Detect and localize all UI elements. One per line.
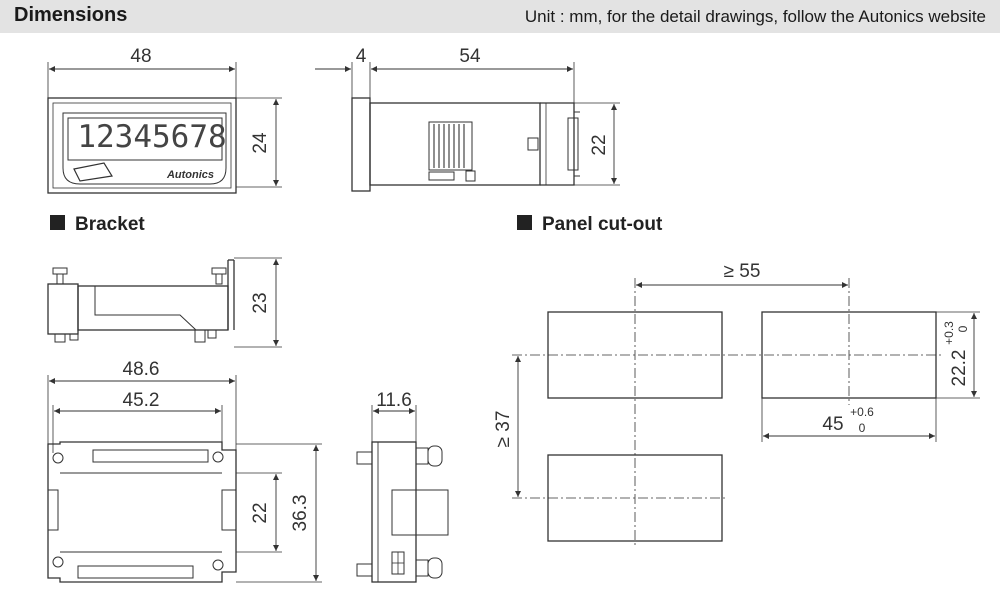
front-bezel-outline [47, 97, 237, 194]
dim-side-height: 22 [589, 134, 610, 155]
header-bar: Dimensions Unit : mm, for the detail dra… [0, 0, 1000, 33]
side-body [369, 102, 541, 186]
side-terminal-block [540, 102, 575, 186]
dimension-drawings: 12345678 Autonics 48 24 [47, 46, 980, 583]
dim-horizontal-pitch: ≥ 55 [724, 261, 761, 282]
page-title: Dimensions [14, 4, 128, 26]
dim-vertical-pitch: ≥ 37 [493, 411, 514, 448]
dim-cut-height: 22.2 [949, 350, 970, 387]
side-bezel [351, 97, 371, 192]
dim-front-width: 48 [130, 46, 151, 67]
section-title-bracket: Bracket [75, 214, 145, 235]
dim-bezel-depth: 4 [356, 46, 367, 67]
tol-cut-height-lower: 0 [956, 325, 970, 332]
front-bezel-inner [52, 102, 232, 189]
dim-bracket-side-width: 11.6 [376, 390, 412, 411]
dim-bracket-inner-height: 22 [250, 502, 271, 523]
dim-cut-width: 45 [822, 414, 843, 435]
bracket-end-view [356, 405, 449, 583]
tol-cut-width-upper: +0.6 [850, 405, 874, 419]
unit-note: Unit : mm, for the detail drawings, foll… [524, 7, 986, 26]
tol-cut-width-lower: 0 [859, 421, 866, 435]
display-digits: 12345678 [77, 119, 226, 155]
section-title-panel-cutout: Panel cut-out [542, 214, 663, 235]
dim-bracket-outer-height: 36.3 [290, 495, 311, 532]
dim-body-depth: 54 [459, 46, 481, 67]
dim-bracket-height: 23 [250, 292, 271, 313]
front-window [62, 112, 227, 185]
dim-bracket-inner-width: 45.2 [123, 390, 160, 411]
bracket-side-view [47, 257, 282, 348]
side-vent [428, 121, 473, 171]
front-key [73, 162, 113, 182]
brand-logo: Autonics [166, 169, 214, 181]
bracket-bullet-icon [50, 215, 65, 230]
dim-front-height: 24 [250, 132, 271, 154]
tol-cut-height-upper: +0.3 [942, 321, 956, 345]
lcd-display [67, 117, 223, 161]
panel-cutout-drawing [512, 278, 980, 548]
front-view [47, 62, 282, 194]
dim-bracket-outer-width: 48.6 [123, 359, 160, 380]
bracket-top-view [47, 375, 322, 583]
cutout-bullet-icon [517, 215, 532, 230]
side-view [315, 62, 620, 192]
